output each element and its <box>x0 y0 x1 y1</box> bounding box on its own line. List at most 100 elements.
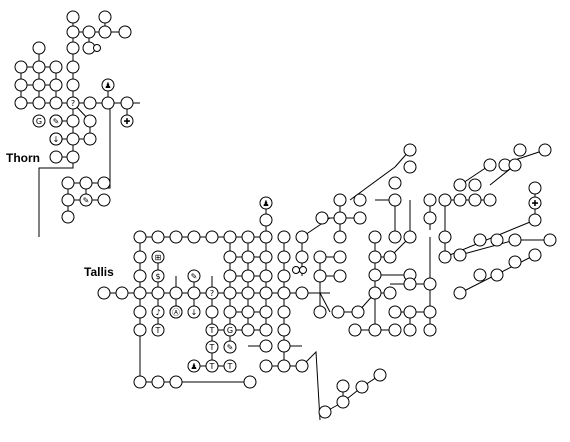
map-room[interactable] <box>403 230 417 244</box>
map-room[interactable] <box>259 250 273 264</box>
map-room[interactable] <box>403 277 417 291</box>
map-room[interactable] <box>277 269 291 283</box>
map-room[interactable] <box>315 211 329 225</box>
map-room[interactable] <box>333 230 347 244</box>
map-room[interactable] <box>368 250 382 264</box>
map-room[interactable] <box>169 286 183 300</box>
map-room[interactable] <box>373 368 387 382</box>
map-room[interactable] <box>453 193 467 207</box>
map-room[interactable] <box>14 96 28 110</box>
room-trainer-icon[interactable]: T <box>205 323 219 337</box>
map-room[interactable] <box>368 230 382 244</box>
map-room[interactable] <box>299 266 307 274</box>
room-trainer-icon[interactable]: T <box>223 359 237 373</box>
map-room[interactable] <box>97 286 111 300</box>
map-room[interactable] <box>368 268 382 282</box>
map-room[interactable] <box>120 96 134 110</box>
map-room[interactable] <box>295 286 309 300</box>
map-room[interactable] <box>118 25 132 39</box>
map-room[interactable] <box>61 193 75 207</box>
map-room[interactable] <box>318 405 332 419</box>
map-room[interactable] <box>423 211 437 225</box>
map-room[interactable] <box>513 143 527 157</box>
room-trainer-icon[interactable]: T <box>151 323 165 337</box>
room-guild-icon[interactable]: G <box>32 114 46 128</box>
map-room[interactable] <box>133 323 147 337</box>
map-room[interactable] <box>32 96 46 110</box>
map-room[interactable] <box>368 286 382 300</box>
map-room[interactable] <box>336 395 350 409</box>
map-room[interactable] <box>97 176 111 190</box>
map-room[interactable] <box>66 150 80 164</box>
map-room[interactable] <box>333 193 347 207</box>
map-room[interactable] <box>336 379 350 393</box>
map-room[interactable] <box>277 286 291 300</box>
map-room[interactable] <box>223 269 237 283</box>
map-room[interactable] <box>133 269 147 283</box>
map-room[interactable] <box>133 375 147 389</box>
map-room[interactable] <box>259 286 273 300</box>
map-room[interactable] <box>468 178 482 192</box>
map-room[interactable] <box>66 25 80 39</box>
map-room[interactable] <box>259 323 273 337</box>
map-room[interactable] <box>187 230 201 244</box>
map-room[interactable] <box>490 268 504 282</box>
room-music-icon[interactable]: ✎ <box>187 269 201 283</box>
map-room[interactable] <box>483 158 497 172</box>
map-room[interactable] <box>223 305 237 319</box>
map-room[interactable] <box>353 211 367 225</box>
map-room[interactable] <box>241 286 255 300</box>
room-person-icon[interactable]: ♟ <box>101 78 115 92</box>
map-room[interactable] <box>82 25 96 39</box>
map-room[interactable] <box>14 78 28 92</box>
room-music-icon[interactable]: ✎ <box>49 114 63 128</box>
map-room[interactable] <box>133 305 147 319</box>
map-room[interactable] <box>169 375 183 389</box>
map-room[interactable] <box>403 305 417 319</box>
map-room[interactable] <box>483 193 497 207</box>
map-room[interactable] <box>115 286 129 300</box>
map-room[interactable] <box>83 96 97 110</box>
room-arrow-down-icon[interactable]: ↓ <box>49 132 63 146</box>
map-room[interactable] <box>66 41 80 55</box>
map-room[interactable] <box>277 323 291 337</box>
map-room[interactable] <box>438 230 452 244</box>
map-room[interactable] <box>353 193 367 207</box>
map-room[interactable] <box>133 230 147 244</box>
map-room[interactable] <box>101 96 115 110</box>
map-room[interactable] <box>508 158 522 172</box>
map-room[interactable] <box>49 60 63 74</box>
map-room[interactable] <box>205 230 219 244</box>
map-room[interactable] <box>66 132 80 146</box>
map-room[interactable] <box>66 10 80 24</box>
map-room[interactable] <box>93 44 101 52</box>
map-room[interactable] <box>333 211 347 225</box>
map-room[interactable] <box>508 255 522 269</box>
map-room[interactable] <box>259 269 273 283</box>
map-room[interactable] <box>355 380 369 394</box>
map-room[interactable] <box>133 250 147 264</box>
map-room[interactable] <box>187 286 201 300</box>
map-room[interactable] <box>61 210 75 224</box>
map-room[interactable] <box>490 233 504 247</box>
map-room[interactable] <box>151 375 165 389</box>
map-room[interactable] <box>295 230 309 244</box>
map-room[interactable] <box>83 114 97 128</box>
map-room[interactable] <box>133 286 147 300</box>
map-room[interactable] <box>388 305 402 319</box>
map-room[interactable] <box>277 250 291 264</box>
map-room[interactable] <box>243 375 257 389</box>
map-room[interactable] <box>83 132 97 146</box>
map-room[interactable] <box>423 277 437 291</box>
map-room[interactable] <box>403 323 417 337</box>
map-room[interactable] <box>388 193 402 207</box>
map-room[interactable] <box>259 213 273 227</box>
map-room[interactable] <box>473 268 487 282</box>
map-room[interactable] <box>98 25 112 39</box>
room-music-icon[interactable]: ✎ <box>79 193 93 207</box>
map-room[interactable] <box>388 230 402 244</box>
map-room[interactable] <box>49 150 63 164</box>
map-room[interactable] <box>403 143 417 157</box>
room-question-icon[interactable]: ? <box>66 96 80 110</box>
map-room[interactable] <box>277 359 291 373</box>
